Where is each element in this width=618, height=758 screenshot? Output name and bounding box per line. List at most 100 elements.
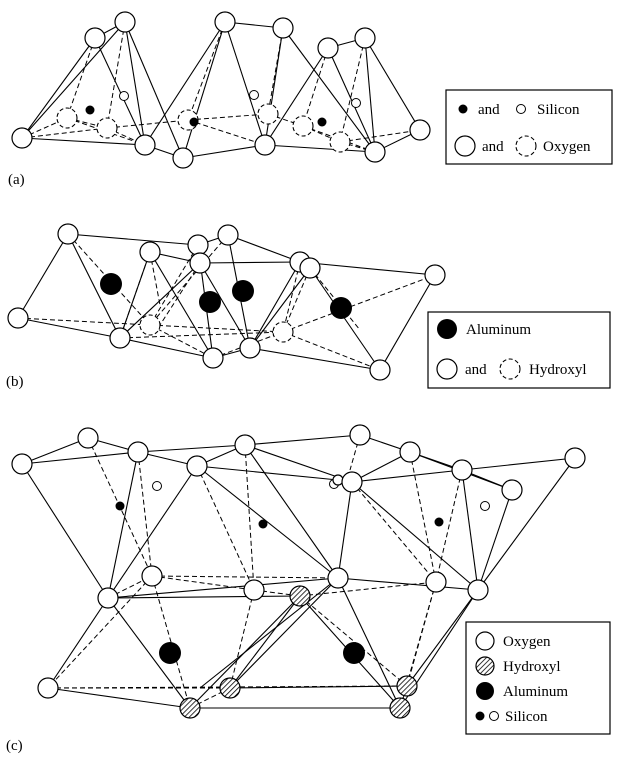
silicon-solid-symbol [475, 711, 485, 721]
hydroxyl-group [7, 307, 29, 329]
hydroxyl-group [187, 234, 209, 256]
panel-c-solid-bonds [21, 434, 576, 709]
legend-aluminum: Aluminum [466, 322, 531, 338]
oxygen-atom [272, 17, 294, 39]
aluminum-atom [343, 642, 365, 664]
oxygen-atom [172, 147, 194, 169]
oxygen-atom [37, 677, 59, 699]
aluminum-atom [199, 291, 221, 313]
hydroxyl-group [109, 327, 131, 349]
oxygen-atom [186, 455, 208, 477]
oxygen-atom [327, 567, 349, 589]
silicon-atom [85, 105, 95, 115]
panel-b-legend-box [427, 311, 611, 389]
oxygen-atom [11, 453, 33, 475]
oxygen-solid-symbol [454, 135, 476, 157]
legend-aluminum: Aluminum [503, 684, 568, 700]
oxygen-atom [77, 427, 99, 449]
oxygen-atom [564, 447, 586, 469]
legend-oxygen: Oxygen [543, 139, 591, 155]
oxygen-atom [234, 434, 256, 456]
panel-c-dashed-bonds [47, 434, 463, 709]
oxygen-atom [354, 27, 376, 49]
silicon-open-symbol [516, 104, 526, 114]
oxygen-atom [214, 11, 236, 33]
legend-hydroxyl: Hydroxyl [529, 362, 587, 378]
silicon-atom [434, 517, 444, 527]
hydroxyl-solid-symbol [436, 358, 458, 380]
panel-b-dashed-bonds [17, 233, 436, 371]
panel-a-label: (a) [8, 172, 25, 188]
oxygen-atom [127, 441, 149, 463]
silicon-atom [189, 117, 199, 127]
aluminum-symbol [437, 319, 457, 339]
panel-c-legend: Oxygen Hydroxyl Aluminum Silicon [465, 621, 611, 735]
hydroxyl-group [219, 677, 241, 699]
hydroxyl-group [239, 337, 261, 359]
hydroxyl-group [179, 697, 201, 719]
silicon-atom [258, 519, 268, 529]
oxygen-atom [96, 117, 118, 139]
panel-b-legend: Aluminum and Hydroxyl [427, 311, 611, 389]
oxygen-atom [399, 441, 421, 463]
hydroxyl-group [189, 252, 211, 274]
oxygen-atom [329, 131, 351, 153]
oxygen-atom [317, 37, 339, 59]
panel-b-octahedral-sheet [7, 223, 446, 381]
oxygen-atom [349, 424, 371, 446]
silicon-atom [317, 117, 327, 127]
oxygen-atom [425, 571, 447, 593]
oxygen-atom [467, 579, 489, 601]
oxygen-atom [84, 27, 106, 49]
hydroxyl-group [289, 585, 311, 607]
panel-a-legend: and Silicon and Oxygen [445, 89, 613, 165]
hydroxyl-group [389, 697, 411, 719]
hydroxyl-group [217, 224, 239, 246]
silicon-open-symbol [489, 711, 499, 721]
hydroxyl-dashed-symbol [499, 358, 521, 380]
oxygen-atom [97, 587, 119, 609]
legend-hydroxyl: Hydroxyl [503, 659, 561, 675]
legend-oxygen: Oxygen [503, 634, 551, 650]
silicon-atom [152, 481, 162, 491]
oxygen-atom [341, 471, 363, 493]
oxygen-atom [257, 103, 279, 125]
hydroxyl-group [139, 314, 161, 336]
oxygen-atom [56, 107, 78, 129]
hydroxyl-group [396, 675, 418, 697]
silicon-atom [249, 90, 259, 100]
hydroxyl-group [57, 223, 79, 245]
oxygen-atom [254, 134, 276, 156]
silicon-solid-symbol [458, 104, 468, 114]
legend-oxygen-and: and [482, 139, 504, 155]
aluminum-symbol [476, 682, 494, 700]
oxygen-atom [501, 479, 523, 501]
panel-c-layered-structure [11, 424, 586, 719]
legend-silicon: Silicon [505, 709, 548, 725]
hydroxyl-symbol [475, 656, 495, 676]
silicon-atom [119, 91, 129, 101]
panel-a-tetrahedral-sheet [11, 11, 431, 169]
panel-b-solid-bonds [17, 233, 436, 371]
oxygen-atom [243, 579, 265, 601]
legend-silicon-and: and [478, 102, 500, 118]
silicon-atom [480, 501, 490, 511]
hydroxyl-group [272, 321, 294, 343]
legend-silicon: Silicon [537, 102, 580, 118]
aluminum-atom [159, 642, 181, 664]
oxygen-symbol [475, 631, 495, 651]
silicon-atom [351, 98, 361, 108]
aluminum-atom [100, 273, 122, 295]
hydroxyl-group [369, 359, 391, 381]
panel-c-label: (c) [6, 738, 23, 754]
aluminum-atom [232, 280, 254, 302]
legend-hydroxyl-and: and [465, 362, 487, 378]
oxygen-atom [332, 474, 344, 486]
oxygen-atom [11, 127, 33, 149]
hydroxyl-group [202, 347, 224, 369]
oxygen-atom [364, 141, 386, 163]
oxygen-atom [141, 565, 163, 587]
aluminum-atom [330, 297, 352, 319]
oxygen-atom [451, 459, 473, 481]
